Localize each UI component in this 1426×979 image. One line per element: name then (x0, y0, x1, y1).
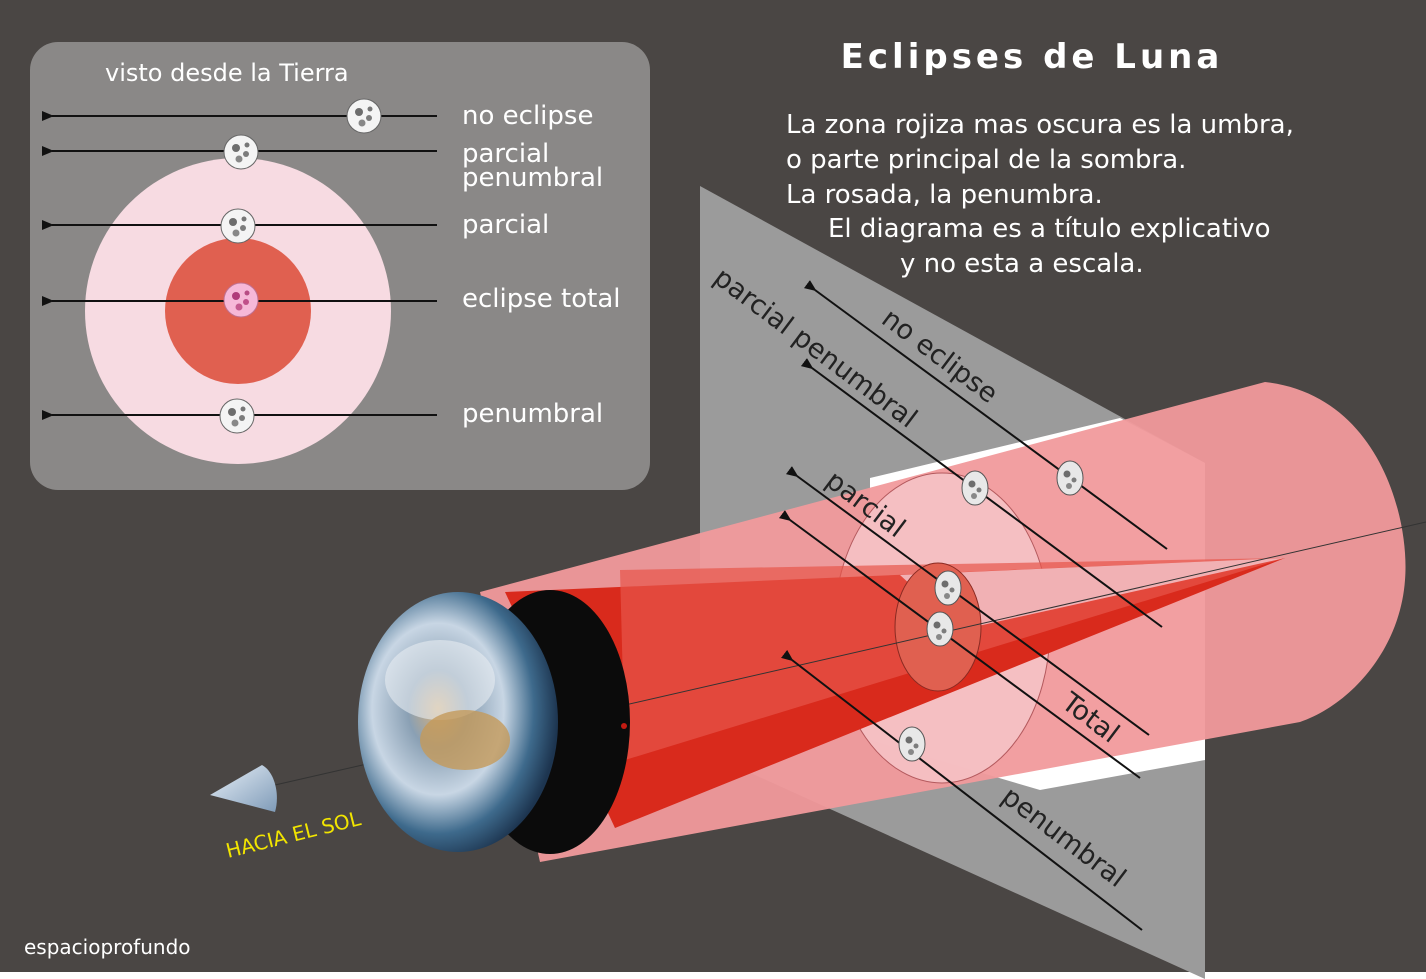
inset-moon-penumbral (219, 398, 255, 434)
description-line-5: y no esta a escala. (900, 249, 1144, 279)
credit: espacioprofundo (24, 935, 191, 959)
arrow-penumbral (781, 649, 1143, 931)
inset-moon-parcial-penumbral (223, 134, 259, 170)
inset-moon-no-eclipse (346, 98, 382, 134)
inset-moon-eclipse-total (223, 282, 259, 318)
inset-label-parcial: parcial (462, 210, 549, 240)
sun-wedge (210, 765, 277, 812)
inset-label-eclipse-total: eclipse total (462, 284, 621, 314)
diagram-moon-no-eclipse (1056, 460, 1084, 496)
inset-label-parcial-penumbral-1: parcial (462, 139, 549, 169)
inset-label-no-eclipse: no eclipse (462, 101, 593, 131)
diagram-moon-parcial (934, 570, 962, 606)
diagram-moon-penumbral (898, 726, 926, 762)
diagram-moon-parcial-penumbral (961, 470, 989, 506)
inset-label-parcial-penumbral-2: penumbral (462, 163, 603, 193)
bottom-border (0, 972, 1426, 979)
description-line-4: El diagrama es a título explicativo (828, 214, 1271, 244)
description-line-1: La zona rojiza mas oscura es la umbra, (786, 110, 1294, 140)
inset-label-penumbral: penumbral (462, 399, 603, 429)
inset-heading: visto desde la Tierra (105, 59, 349, 87)
arrow-no-eclipse (803, 280, 1168, 550)
diagram-arrows (778, 280, 1168, 931)
title: Eclipses de Luna (841, 37, 1224, 77)
description-line-3: La rosada, la penumbra. (786, 180, 1103, 210)
description: La zona rojiza mas oscura es la umbra, o… (786, 110, 1294, 279)
earth-center-dot (621, 723, 627, 729)
inset-labels: no eclipse parcial penumbral parcial ecl… (462, 101, 621, 429)
arrow-total (778, 510, 1141, 779)
diagram-moon-total (926, 611, 954, 647)
arrow-parcial-penumbral (800, 358, 1163, 628)
inset-panel: visto desde la Tierra no eclipse parcial… (30, 42, 650, 490)
arrow-parcial (785, 466, 1150, 736)
earth-land (420, 710, 510, 770)
description-line-2: o parte principal de la sombra. (786, 145, 1186, 175)
earth-clouds (385, 640, 495, 720)
inset-moon-parcial (220, 208, 256, 244)
